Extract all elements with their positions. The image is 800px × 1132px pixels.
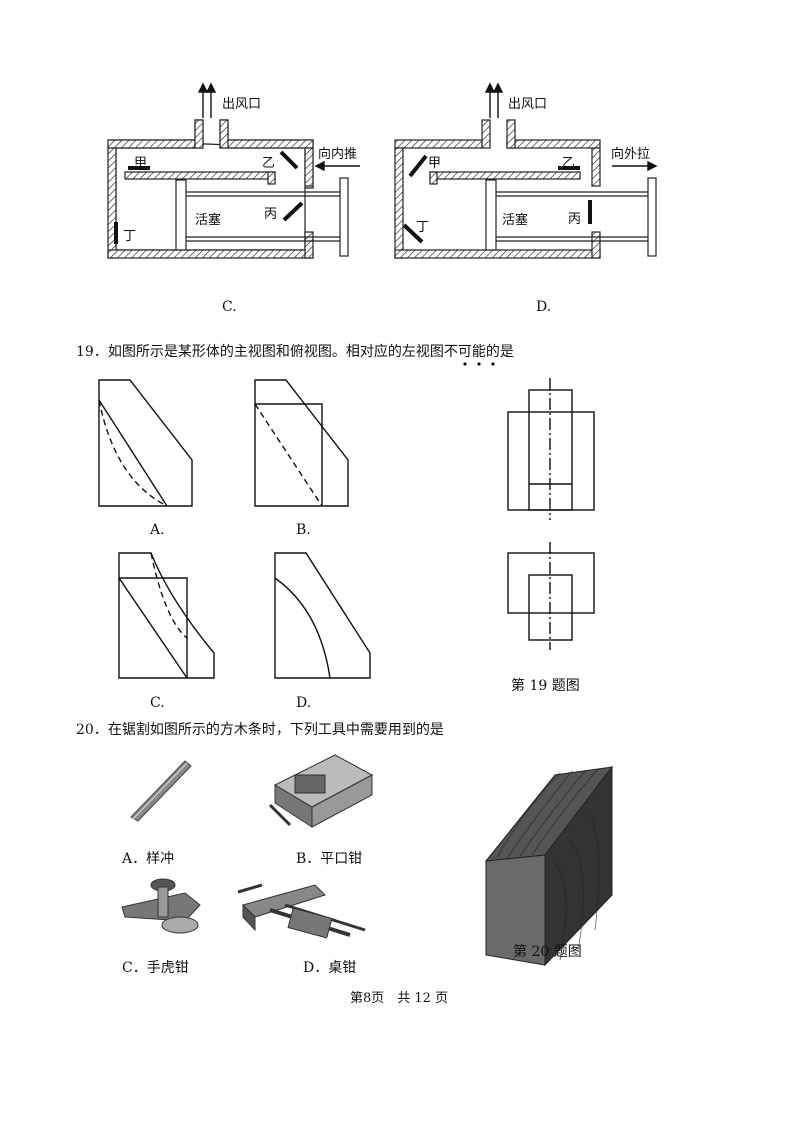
q18-c-outlet-label: 出风口 (222, 97, 262, 112)
q18-c-push-label: 向内推 (318, 147, 358, 162)
q20-images (121, 754, 614, 967)
q19-views (98, 378, 595, 679)
q20-figure-caption: 第 20 题图 (513, 944, 582, 960)
q19-option-d[interactable]: D. (296, 695, 312, 711)
q18-c-push-arrow (314, 160, 360, 172)
q18-c-diagram (107, 82, 658, 259)
q19-option-c[interactable]: C. (150, 695, 165, 711)
q20-stem: 20．在锯割如图所示的方木条时，下列工具中需要用到的是 (76, 722, 444, 738)
q19-option-b-view (254, 379, 349, 507)
q18-c-housing (107, 119, 314, 259)
page-footer: 第8页 共 12 页 (350, 991, 449, 1006)
q19-stem-suffix: 的是 (485, 344, 514, 360)
q19-front-view (507, 378, 595, 520)
q18-option-c[interactable]: C. (222, 299, 237, 315)
q20-hand-vise-image (121, 878, 201, 934)
q19-option-d-view (274, 552, 371, 679)
q20-option-d[interactable]: D．桌钳 (303, 960, 357, 976)
q19-option-b[interactable]: B. (296, 522, 311, 538)
q18-d-housing (394, 119, 601, 259)
q18-d-jia-label: 甲 (428, 156, 442, 171)
q18-c-piston (175, 177, 349, 257)
q18-c-ding-label: 丁 (123, 229, 137, 244)
q19-option-a-view (98, 379, 193, 507)
q18-d-pull-label: 向外拉 (611, 147, 651, 162)
q19-top-view (507, 542, 595, 650)
q20-wood-block-image (484, 765, 614, 967)
q19-stem-emphasis: 不可能 (443, 344, 486, 360)
q18-option-d[interactable]: D. (536, 299, 552, 315)
q18-d-pull-arrow (612, 160, 658, 172)
q18-d-yi-label: 乙 (562, 156, 576, 171)
q18-d-outlet-arrows (484, 82, 504, 118)
q19-figure-caption: 第 19 题图 (511, 678, 580, 694)
q20-flat-vise-image (268, 754, 374, 828)
q18-c-piston-label: 活塞 (195, 213, 222, 228)
q18-c-valves (114, 150, 304, 244)
q18-d-outlet-label: 出风口 (508, 97, 548, 112)
q18-c-outlet-arrows (197, 82, 217, 118)
q20-option-a[interactable]: A．样冲 (122, 851, 175, 867)
q19-option-c-view (118, 552, 215, 679)
q19-stem-prefix: 19．如图所示是某形体的主视图和俯视图。相对应的左视图 (76, 344, 444, 360)
q18-d-ding-label: 丁 (416, 220, 430, 235)
q18-c-jia-label: 甲 (134, 156, 148, 171)
q18-d-valves (402, 154, 592, 244)
q18-c-bing-label: 丙 (264, 207, 278, 222)
q18-d-piston-label: 活塞 (502, 213, 529, 228)
q20-bench-vise-image (237, 883, 366, 939)
q19-emphasis-dots (463, 362, 495, 366)
q19-option-a[interactable]: A. (150, 522, 165, 538)
q20-option-c[interactable]: C．手虎钳 (122, 960, 189, 976)
q18-d-piston (485, 177, 657, 257)
q20-center-punch-image (130, 760, 192, 822)
q18-d-bing-label: 丙 (568, 212, 582, 227)
q20-option-b[interactable]: B．平口钳 (296, 851, 363, 867)
q19-stem: 19．如图所示是某形体的主视图和俯视图。相对应的左视图不可能的是 (76, 341, 514, 361)
q18-c-yi-label: 乙 (262, 156, 276, 171)
